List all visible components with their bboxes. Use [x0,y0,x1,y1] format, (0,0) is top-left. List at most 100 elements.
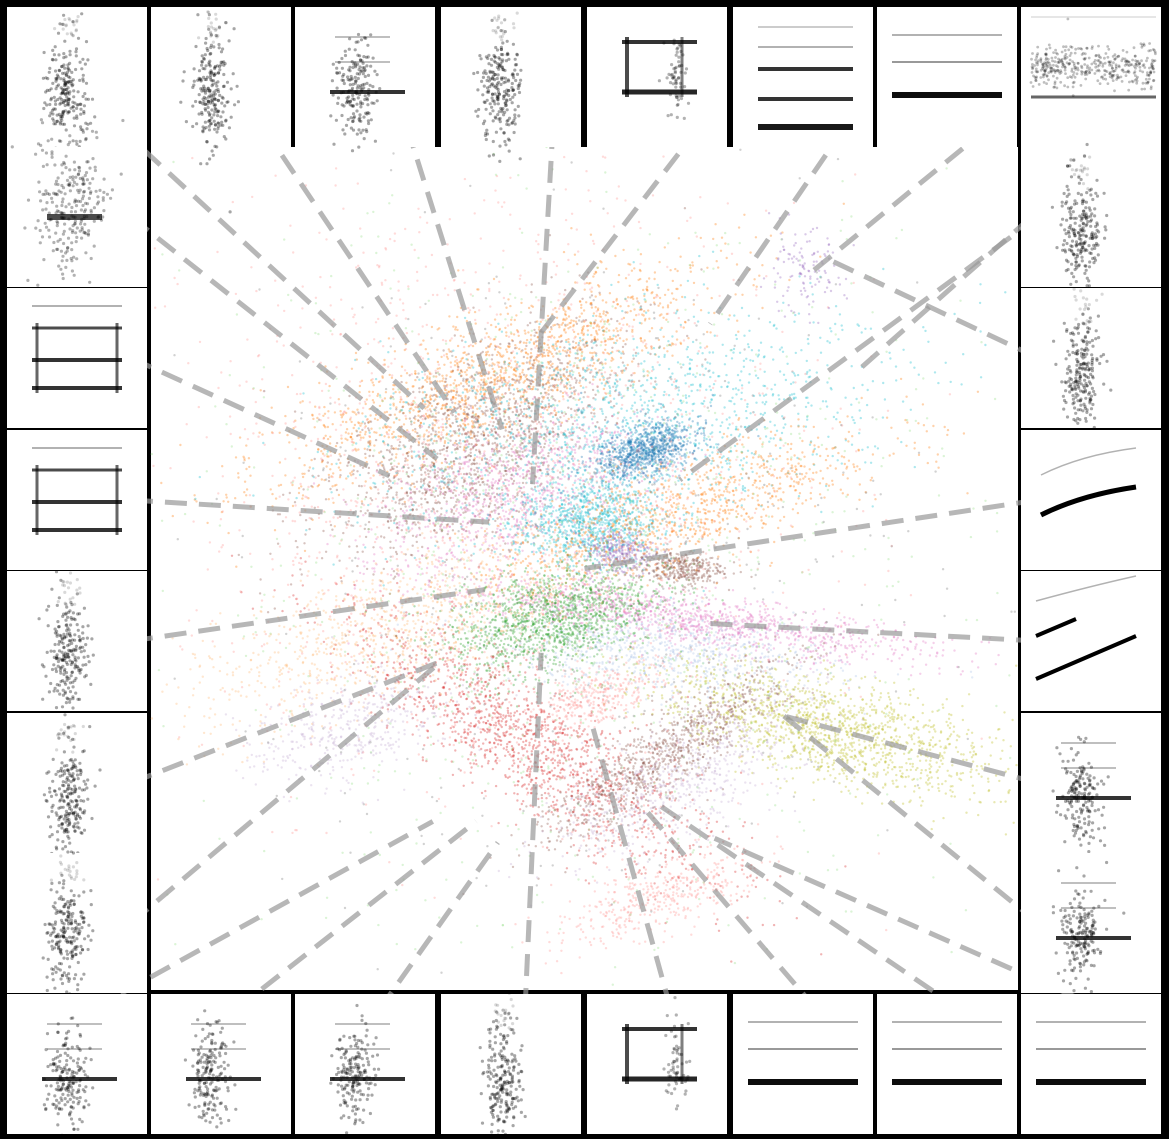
scatter-point [397,447,400,451]
scatter-point [409,508,412,512]
scatter-point [725,462,729,465]
scatter-point [888,351,891,354]
scatter-point [534,427,538,430]
scatter-point [340,441,344,444]
scatter-point [491,478,495,481]
scatter-point [565,381,568,385]
scatter-point [458,405,462,408]
scatter-point [441,379,444,383]
scatter-point [568,461,571,464]
scatter-point [692,501,695,505]
scatter-point [598,312,602,316]
scatter-point [607,338,610,341]
scatter-point [388,485,391,488]
scatter-point [440,355,443,359]
scatter-point [389,403,392,406]
scatter-point [501,355,504,358]
scatter-point [378,510,381,513]
scatter-point [840,462,843,465]
scatter-point [301,472,304,475]
scatter-point [490,358,494,361]
scatter-point [804,425,808,428]
scatter-point [577,344,580,347]
scatter-point [392,388,395,391]
scatter-point [592,397,595,400]
scatter-point [444,491,448,494]
scatter-point [468,363,471,367]
scatter-point [602,378,605,381]
scatter-point [491,517,495,521]
scatter-point [571,466,574,469]
scatter-point [426,439,429,442]
scatter-point [645,346,648,350]
scatter-point [349,435,353,439]
scatter-point [600,382,603,385]
scatter-point [582,309,586,312]
scatter-point [374,438,378,442]
scatter-point [642,408,645,411]
scatter-point [390,447,393,450]
scatter-point [552,347,555,350]
scatter-point [612,334,615,337]
scatter-point [412,500,416,504]
scatter-point [741,293,744,296]
scatter-point [820,510,823,514]
scatter-point [432,415,435,418]
scatter-point [235,565,238,568]
scatter-point [698,254,701,258]
scatter-point [470,385,473,388]
scatter-point [501,491,504,495]
scatter-point [484,491,487,494]
scatter-point [476,530,480,533]
scatter-point [629,309,632,313]
scatter-point [514,344,517,347]
scatter-point [493,383,496,386]
scatter-point [596,452,599,455]
scatter-point [652,346,656,350]
scatter-point [646,490,650,493]
scatter-point [296,546,299,549]
scatter-point [740,384,744,387]
scatter-point [610,338,613,341]
scatter-point [497,322,500,325]
scatter-point [568,387,572,390]
scatter-point [949,380,952,384]
scatter-point [556,388,559,392]
scatter-point [350,432,354,435]
scatter-point [591,462,595,465]
scatter-point [352,426,355,430]
scatter-point [869,327,873,330]
scatter-point [388,508,391,512]
scatter-point [721,343,724,346]
scatter-point [481,474,484,477]
scatter-point [458,462,461,465]
scatter-point [430,461,434,464]
scatter-point [566,394,569,397]
scatter-point [551,427,554,430]
scatter-point [473,482,476,485]
scatter-point [563,367,566,370]
scatter-point [455,384,458,387]
scatter-point [434,416,437,419]
scatter-point [442,526,446,529]
scatter-point [234,497,237,500]
scatter-point [583,429,586,433]
scatter-point [747,345,750,349]
scatter-point [599,320,602,323]
scatter-point [624,297,627,300]
scatter-point [295,496,298,500]
scatter-point [687,487,690,490]
scatter-point [711,250,715,253]
scatter-point [558,446,561,449]
scatter-point [480,458,484,462]
scatter-point [866,446,869,449]
scatter-point [460,418,464,422]
scatter-point [677,237,681,240]
scatter-point [525,338,529,342]
scatter-point [496,361,499,364]
scatter-point [707,311,710,314]
scatter-point [584,461,588,464]
scatter-point [595,314,598,318]
scatter-point [614,306,617,310]
scatter-point [445,509,448,512]
